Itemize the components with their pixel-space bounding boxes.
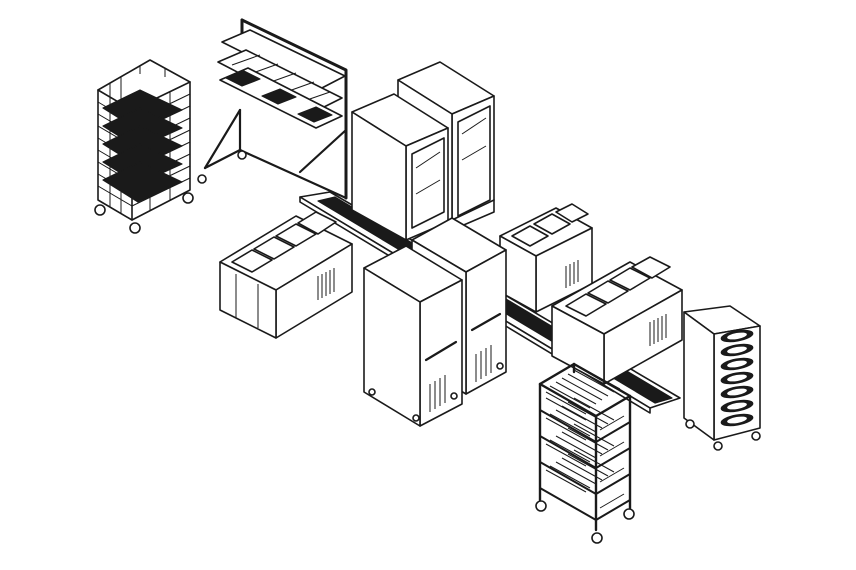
dish-rack-trolley <box>535 362 635 544</box>
bain-marie-counter-left <box>219 211 353 339</box>
plate-dispenser-trolley <box>683 305 761 451</box>
wire-tray-rack <box>94 59 194 234</box>
heated-cabinet-pair <box>363 217 507 427</box>
bain-marie-counter-right-front <box>551 256 683 385</box>
tall-refrigerator-pair <box>351 61 495 241</box>
tray-dispenser-stand <box>197 18 348 200</box>
